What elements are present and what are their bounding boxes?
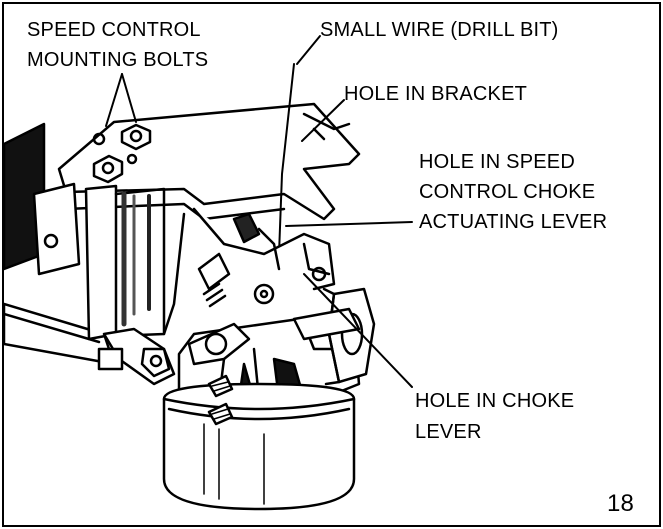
label-hole-speed-line2: CONTROL CHOKE	[419, 181, 596, 203]
mounting-bolts	[92, 123, 152, 184]
label-hole-choke-line2: LEVER	[415, 421, 482, 443]
label-hole-speed-line3: ACTUATING LEVER	[419, 211, 608, 233]
label-speed-control-line2: MOUNTING BOLTS	[27, 49, 209, 71]
carburetor-illustration	[4, 35, 413, 511]
label-hole-choke-line1: HOLE IN CHOKE	[415, 390, 575, 412]
label-hole-in-bracket: HOLE IN BRACKET	[344, 83, 528, 105]
label-speed-control-line1: SPEED CONTROL	[27, 19, 201, 41]
label-hole-speed-line1: HOLE IN SPEED	[419, 151, 575, 173]
label-small-wire: SMALL WIRE (DRILL BIT)	[320, 19, 559, 41]
figure-number: 18	[607, 490, 635, 517]
